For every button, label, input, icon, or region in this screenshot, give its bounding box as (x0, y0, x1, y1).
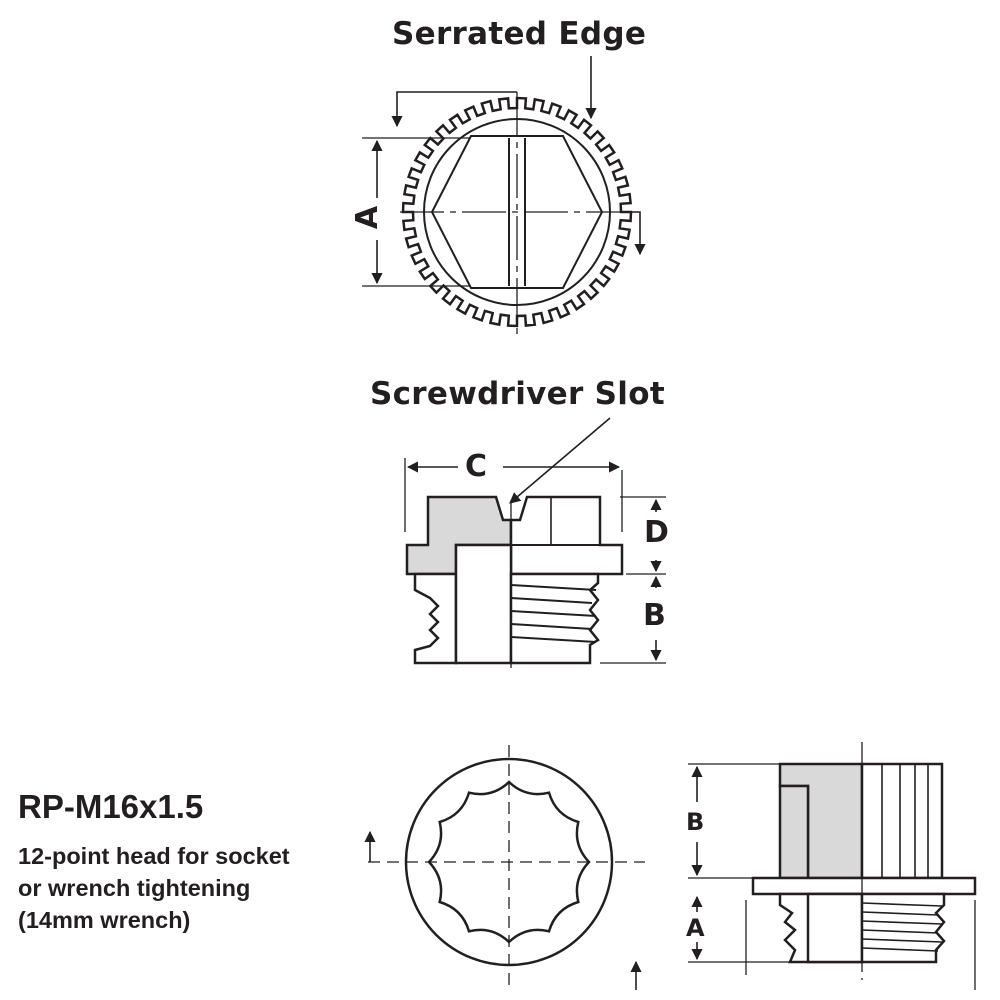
thread-line (861, 947, 939, 952)
thread-line (861, 911, 939, 916)
thread-line (510, 584, 597, 591)
dimension-a-label: A (350, 205, 386, 230)
head-fluted-right (860, 762, 944, 880)
description-line-3: (14mm wrench) (18, 907, 191, 933)
shank-left (413, 572, 458, 665)
thread-line (510, 597, 593, 604)
thread-line (861, 929, 939, 934)
rotation-arrow-left (391, 91, 517, 128)
shank-threaded (860, 892, 946, 964)
thread-lines (861, 902, 943, 952)
thread-line (861, 902, 943, 907)
screwdriver-slot-label: Screwdriver Slot (370, 376, 665, 412)
head-right (509, 495, 624, 576)
dimension-d-label: D (644, 515, 669, 550)
thread-line (861, 920, 943, 925)
dimension-b-label: B (643, 598, 666, 633)
flange (751, 876, 977, 896)
description-line-2: or wrench tightening (18, 875, 251, 901)
thread-line (861, 938, 943, 943)
serrated-edge-label: Serrated Edge (392, 16, 647, 52)
slotted-plug-side-view (404, 417, 666, 672)
thread-line (510, 623, 593, 630)
thread-line (510, 610, 597, 617)
rotation-arrow-right (627, 211, 646, 256)
head-shaded-inner (778, 784, 810, 880)
serrated-plug-top-view (362, 56, 646, 336)
rp-side-view (688, 742, 977, 990)
thread-lines (510, 584, 597, 643)
dimension-c-label: C (465, 449, 488, 484)
description-line-1: 12-point head for socket (18, 843, 290, 869)
rp-dimension-a-label: A (686, 914, 705, 942)
bore (806, 892, 864, 964)
screwdriver-slot-leader (509, 417, 611, 504)
twelve-point-top-view (364, 745, 645, 990)
rp-dimension-b-label: B (686, 808, 705, 836)
thread-line (510, 636, 597, 643)
bore (454, 543, 513, 665)
part-number: RP-M16x1.5 (18, 788, 204, 825)
flute-lines (881, 764, 929, 878)
